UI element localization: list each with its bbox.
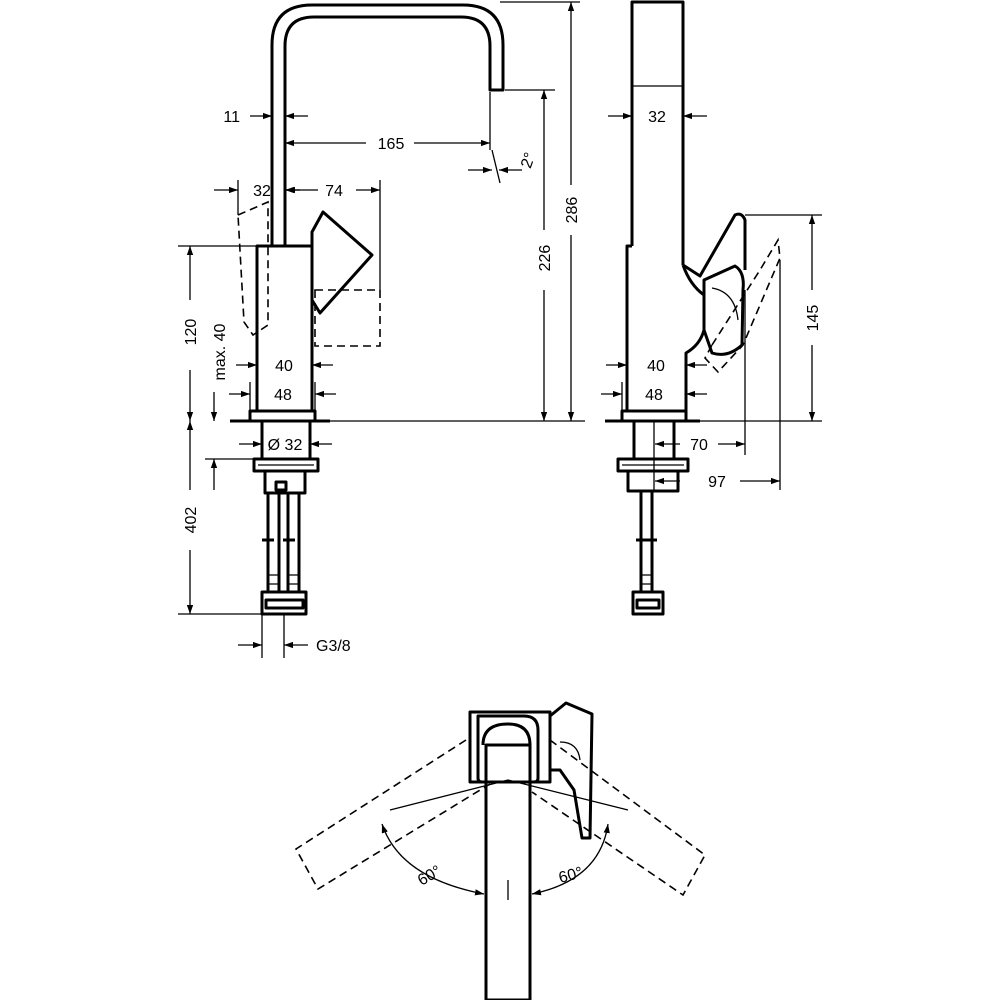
front-lever-alt-left (237, 200, 269, 337)
dim-max-deck: max. 40 (212, 323, 229, 380)
top-spout-body (484, 743, 532, 1000)
dim-handle-front: 74 (325, 183, 343, 200)
dim-body-height: 120 (183, 319, 200, 346)
dim-body-width-side: 40 (647, 358, 665, 375)
dim-spout-angle: 2° (518, 150, 539, 170)
dim-supply-thread: G3/8 (316, 638, 351, 655)
top-spout (476, 714, 540, 784)
dim-handle-reach: 70 (690, 437, 708, 454)
side-handle (702, 264, 745, 356)
front-lever-alt-right (314, 289, 381, 347)
front-lever (310, 210, 374, 315)
dim-swivel-right: 60° (557, 864, 585, 887)
dim-base-width-front: 48 (274, 387, 292, 404)
dim-handle-height: 145 (805, 305, 822, 332)
dim-thread-dia: Ø 32 (268, 437, 303, 454)
dim-handle-back: 32 (253, 183, 271, 200)
dim-supply-length: 402 (183, 507, 200, 534)
top-handle (548, 701, 594, 840)
dim-side-spout-width: 32 (648, 109, 666, 126)
front-supply-hoses (266, 493, 301, 592)
side-handle-top (682, 212, 747, 278)
dim-body-width-front: 40 (275, 358, 293, 375)
side-spout (630, 0, 685, 265)
dim-base-width-side: 48 (645, 387, 663, 404)
dim-swivel-left: 60° (415, 863, 444, 890)
dim-spout-height: 226 (537, 245, 554, 272)
side-hose-nut (631, 590, 665, 616)
top-view: 60° 60° (294, 701, 707, 1000)
dim-total-height: 286 (564, 197, 581, 224)
dim-spout-reach: 165 (378, 136, 405, 153)
dim-spout-wall: 11 (223, 109, 240, 126)
side-handle-alt (704, 237, 781, 374)
top-spout-alt-left (294, 739, 491, 891)
dim-handle-reach-max: 97 (708, 474, 726, 491)
front-hose-nut (260, 590, 308, 616)
side-view: 32 40 48 145 70 97 (601, 0, 822, 616)
front-view: 11 165 2° 32 74 120 max. 40 40 (178, 1, 585, 658)
front-spout (270, 3, 505, 246)
